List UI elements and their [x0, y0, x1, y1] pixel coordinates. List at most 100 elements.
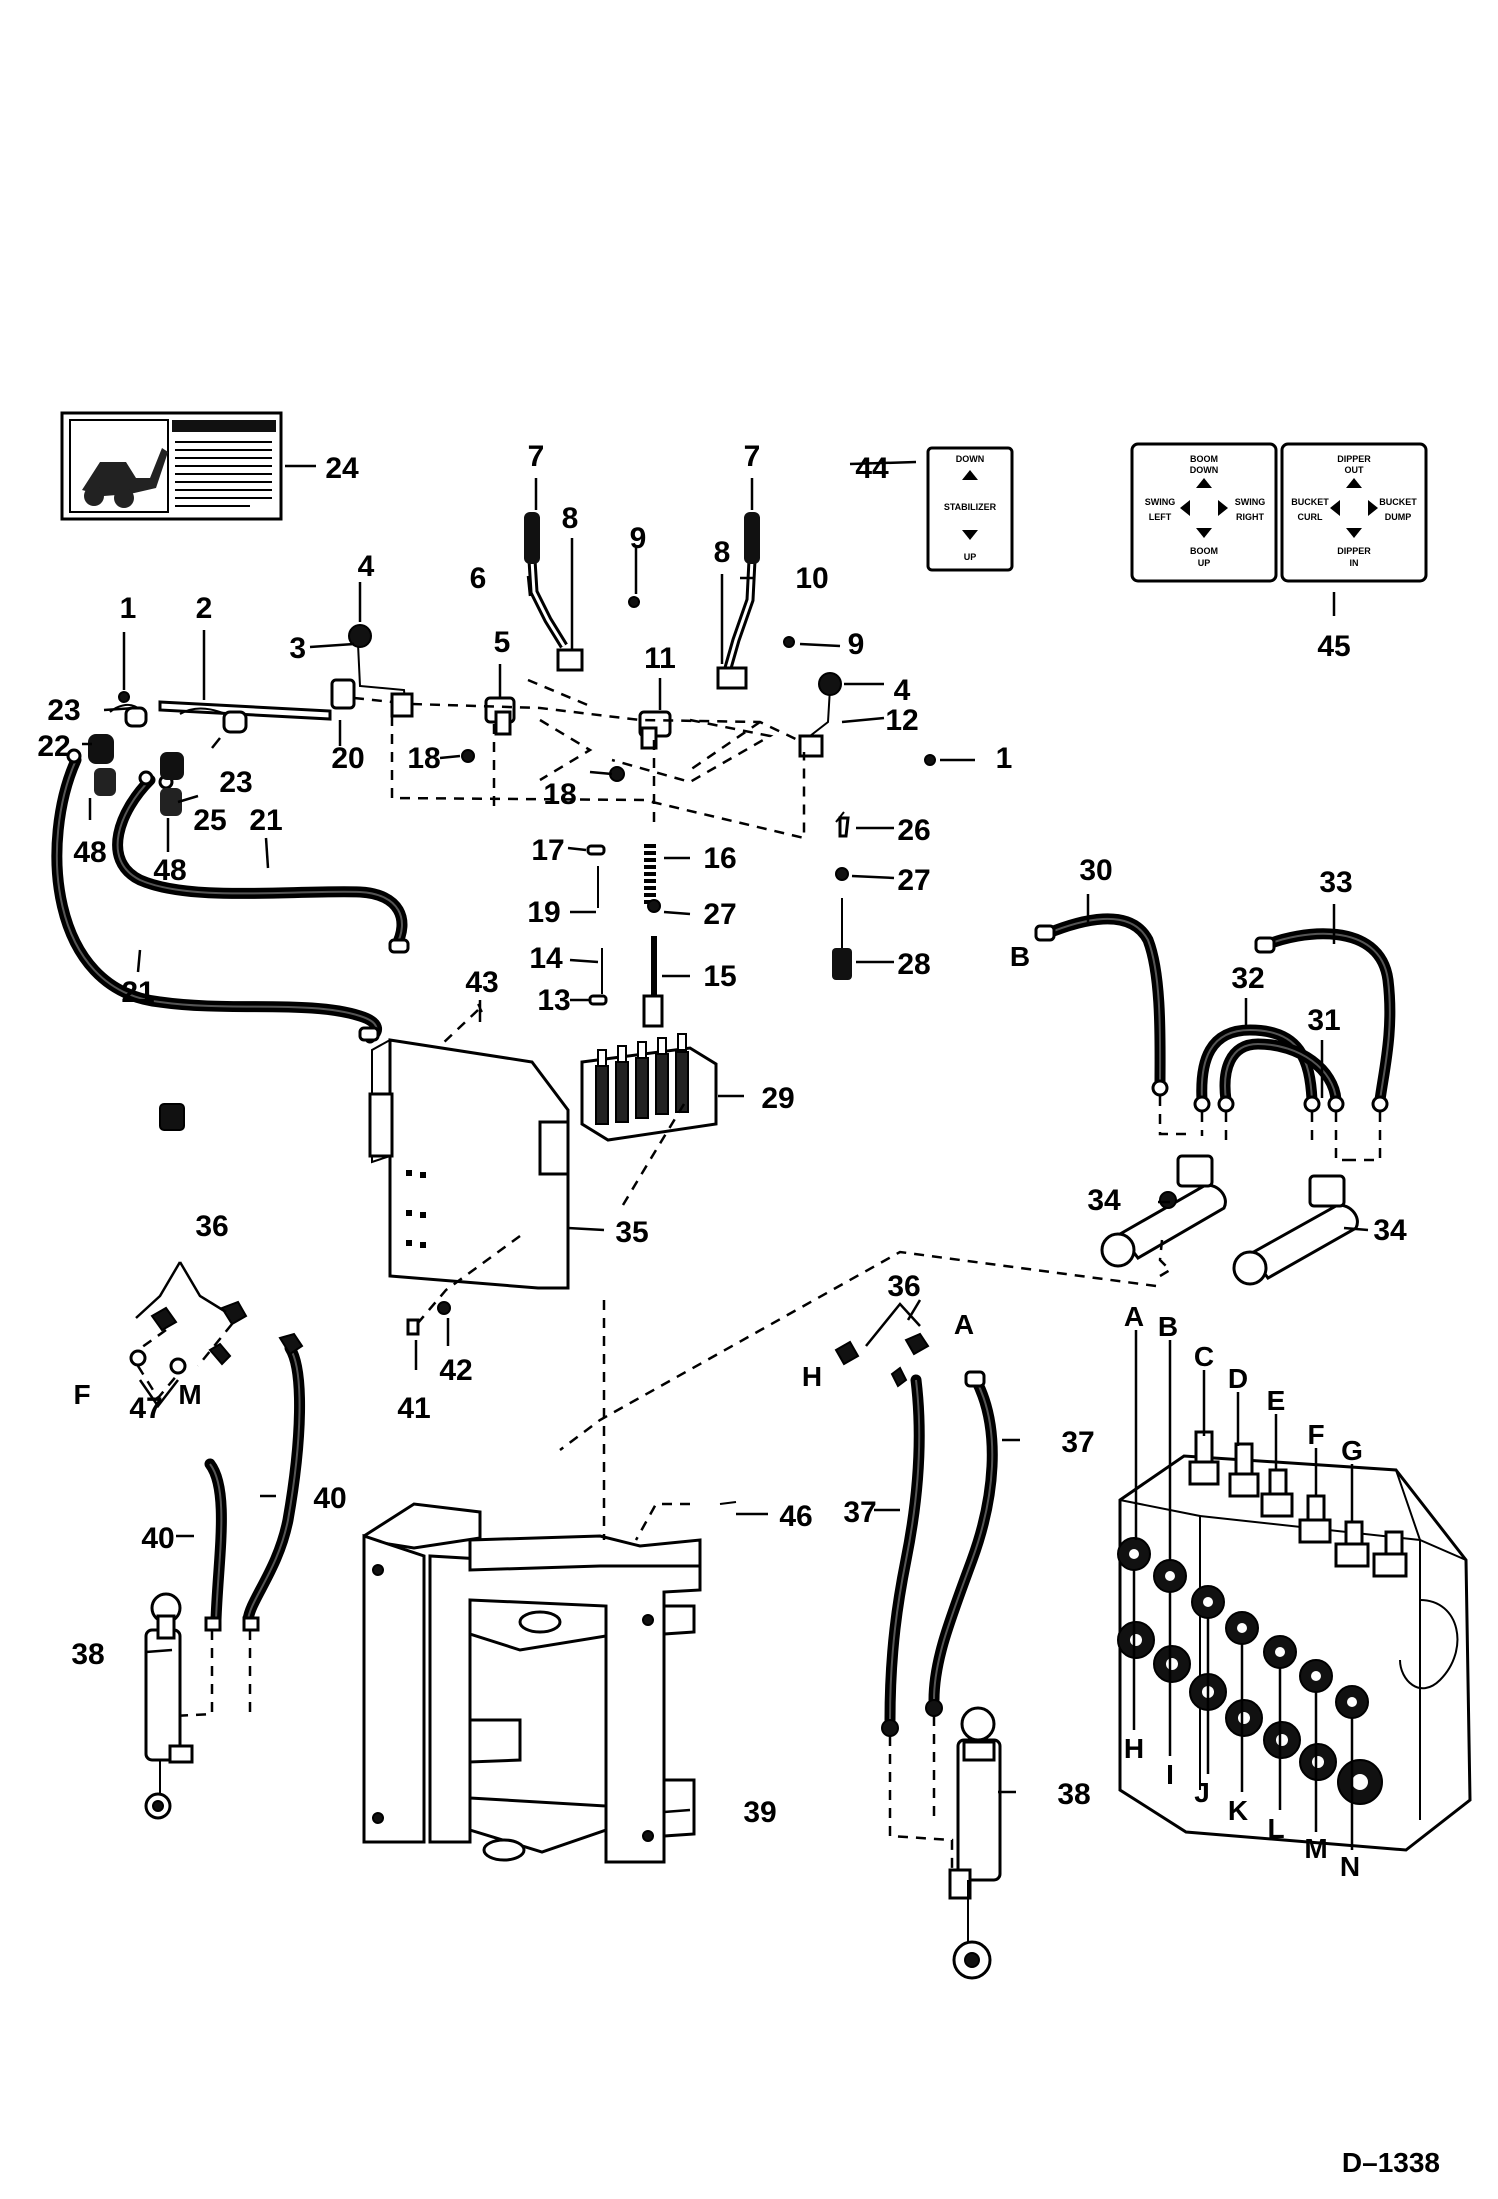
svg-text:DOWN: DOWN	[1190, 465, 1219, 475]
port-letter-h-hose: H	[802, 1361, 822, 1392]
callout-14: 14	[529, 942, 563, 975]
port-letter-d: D	[1228, 1363, 1248, 1394]
callout-36a: 36	[195, 1210, 228, 1243]
spool-parts	[586, 811, 852, 1028]
callout-40b: 40	[313, 1482, 346, 1515]
callout-36b: 36	[887, 1270, 920, 1303]
callout-4b: 4	[894, 674, 911, 707]
callout-39: 39	[743, 1796, 776, 1829]
stabilizer-decal: DOWN STABILIZER UP	[926, 446, 1014, 572]
port-letter-l: L	[1267, 1813, 1284, 1844]
callout-46: 46	[779, 1500, 812, 1533]
control-pattern-decal: BOOM DOWN SWING LEFT SWING RIGHT BOOM UP…	[1130, 442, 1428, 583]
svg-text:CURL: CURL	[1298, 512, 1323, 522]
callout-33: 33	[1319, 866, 1352, 899]
warning-decal	[60, 411, 283, 521]
callout-27a: 27	[703, 898, 736, 931]
callout-31: 31	[1307, 1004, 1340, 1037]
stabilizer-cylinder-left	[129, 1300, 305, 1820]
callout-5: 5	[494, 626, 511, 659]
callout-22: 22	[37, 730, 70, 763]
callout-9b: 9	[848, 628, 865, 661]
callout-16: 16	[703, 842, 736, 875]
leader-lines	[82, 460, 1369, 1850]
callout-1a: 1	[120, 592, 137, 625]
callout-30: 30	[1079, 854, 1112, 887]
callout-15: 15	[703, 960, 736, 993]
callout-47: 47	[129, 1392, 162, 1425]
callout-48a: 48	[73, 836, 106, 869]
svg-text:BOOM: BOOM	[1190, 546, 1218, 556]
port-letter-i: I	[1166, 1759, 1174, 1790]
callout-35: 35	[615, 1216, 648, 1249]
callout-7a: 7	[528, 440, 545, 473]
callout-8b: 8	[714, 536, 731, 569]
callout-27b: 27	[897, 864, 930, 897]
callout-17: 17	[531, 834, 564, 867]
callout-18a: 18	[407, 742, 440, 775]
port-letter-b: B	[1158, 1311, 1178, 1342]
callout-10: 10	[795, 562, 828, 595]
port-letter-b-hose: B	[1010, 941, 1030, 972]
callout-38b: 38	[1057, 1778, 1090, 1811]
mount-frame	[362, 1300, 737, 1864]
callout-37a: 37	[1061, 1426, 1094, 1459]
port-letter-a: A	[1124, 1301, 1144, 1332]
callout-labels: 1 1 2 3 4 4 5 6 7 7 8 8 9 9 10 11 12 13 …	[37, 440, 1407, 1829]
callout-25: 25	[193, 804, 226, 837]
svg-text:SWING: SWING	[1145, 497, 1176, 507]
svg-text:BUCKET: BUCKET	[1379, 497, 1417, 507]
hoses-upper-left	[51, 703, 410, 1044]
callout-32: 32	[1231, 962, 1264, 995]
svg-text:RIGHT: RIGHT	[1236, 512, 1265, 522]
callout-7b: 7	[744, 440, 761, 473]
callout-40a: 40	[141, 1522, 174, 1555]
callout-34a: 34	[1087, 1184, 1121, 1217]
callout-28: 28	[897, 948, 930, 981]
callout-48b: 48	[153, 854, 186, 887]
port-letter-h: H	[1124, 1733, 1144, 1764]
callout-9a: 9	[630, 522, 647, 555]
callout-8a: 8	[562, 502, 579, 535]
port-letter-a-hose: A	[954, 1309, 974, 1340]
callout-42: 42	[439, 1354, 472, 1387]
svg-text:DUMP: DUMP	[1385, 512, 1412, 522]
callout-18b: 18	[543, 778, 576, 811]
port-letter-labels: B A H F M A B C D E F G H I J K L M N	[73, 941, 1362, 1882]
svg-text:UP: UP	[1198, 558, 1211, 568]
svg-text:SWING: SWING	[1235, 497, 1266, 507]
callout-21b: 21	[121, 976, 154, 1009]
callout-2: 2	[196, 592, 213, 625]
svg-text:IN: IN	[1350, 558, 1359, 568]
mounting-plate	[368, 1003, 570, 1336]
svg-text:DIPPER: DIPPER	[1337, 454, 1371, 464]
callout-20: 20	[331, 742, 364, 775]
svg-text:LEFT: LEFT	[1149, 512, 1172, 522]
callout-4a: 4	[358, 550, 375, 583]
stabilizer-title-text: STABILIZER	[944, 502, 997, 512]
callout-45: 45	[1317, 630, 1350, 663]
callout-38a: 38	[71, 1638, 104, 1671]
callout-19: 19	[527, 896, 560, 929]
loose-fitting	[159, 1103, 185, 1131]
port-letter-f: F	[1307, 1419, 1324, 1450]
svg-text:BUCKET: BUCKET	[1291, 497, 1329, 507]
port-letter-m-hose: M	[178, 1379, 201, 1410]
port-letter-n: N	[1340, 1851, 1360, 1882]
control-linkage	[118, 512, 936, 840]
callout-44: 44	[855, 452, 889, 485]
callout-13: 13	[537, 984, 570, 1017]
stabilizer-down-text: DOWN	[956, 454, 985, 464]
document-id: D–1338	[1342, 2147, 1440, 2178]
callout-21a: 21	[249, 804, 282, 837]
callout-24: 24	[325, 452, 359, 485]
svg-text:OUT: OUT	[1345, 465, 1365, 475]
callout-41: 41	[397, 1392, 430, 1425]
port-letter-c: C	[1194, 1341, 1214, 1372]
stabilizer-up-text: UP	[964, 552, 977, 562]
callout-26: 26	[897, 814, 930, 847]
callout-6: 6	[470, 562, 487, 595]
callout-3: 3	[289, 632, 306, 665]
